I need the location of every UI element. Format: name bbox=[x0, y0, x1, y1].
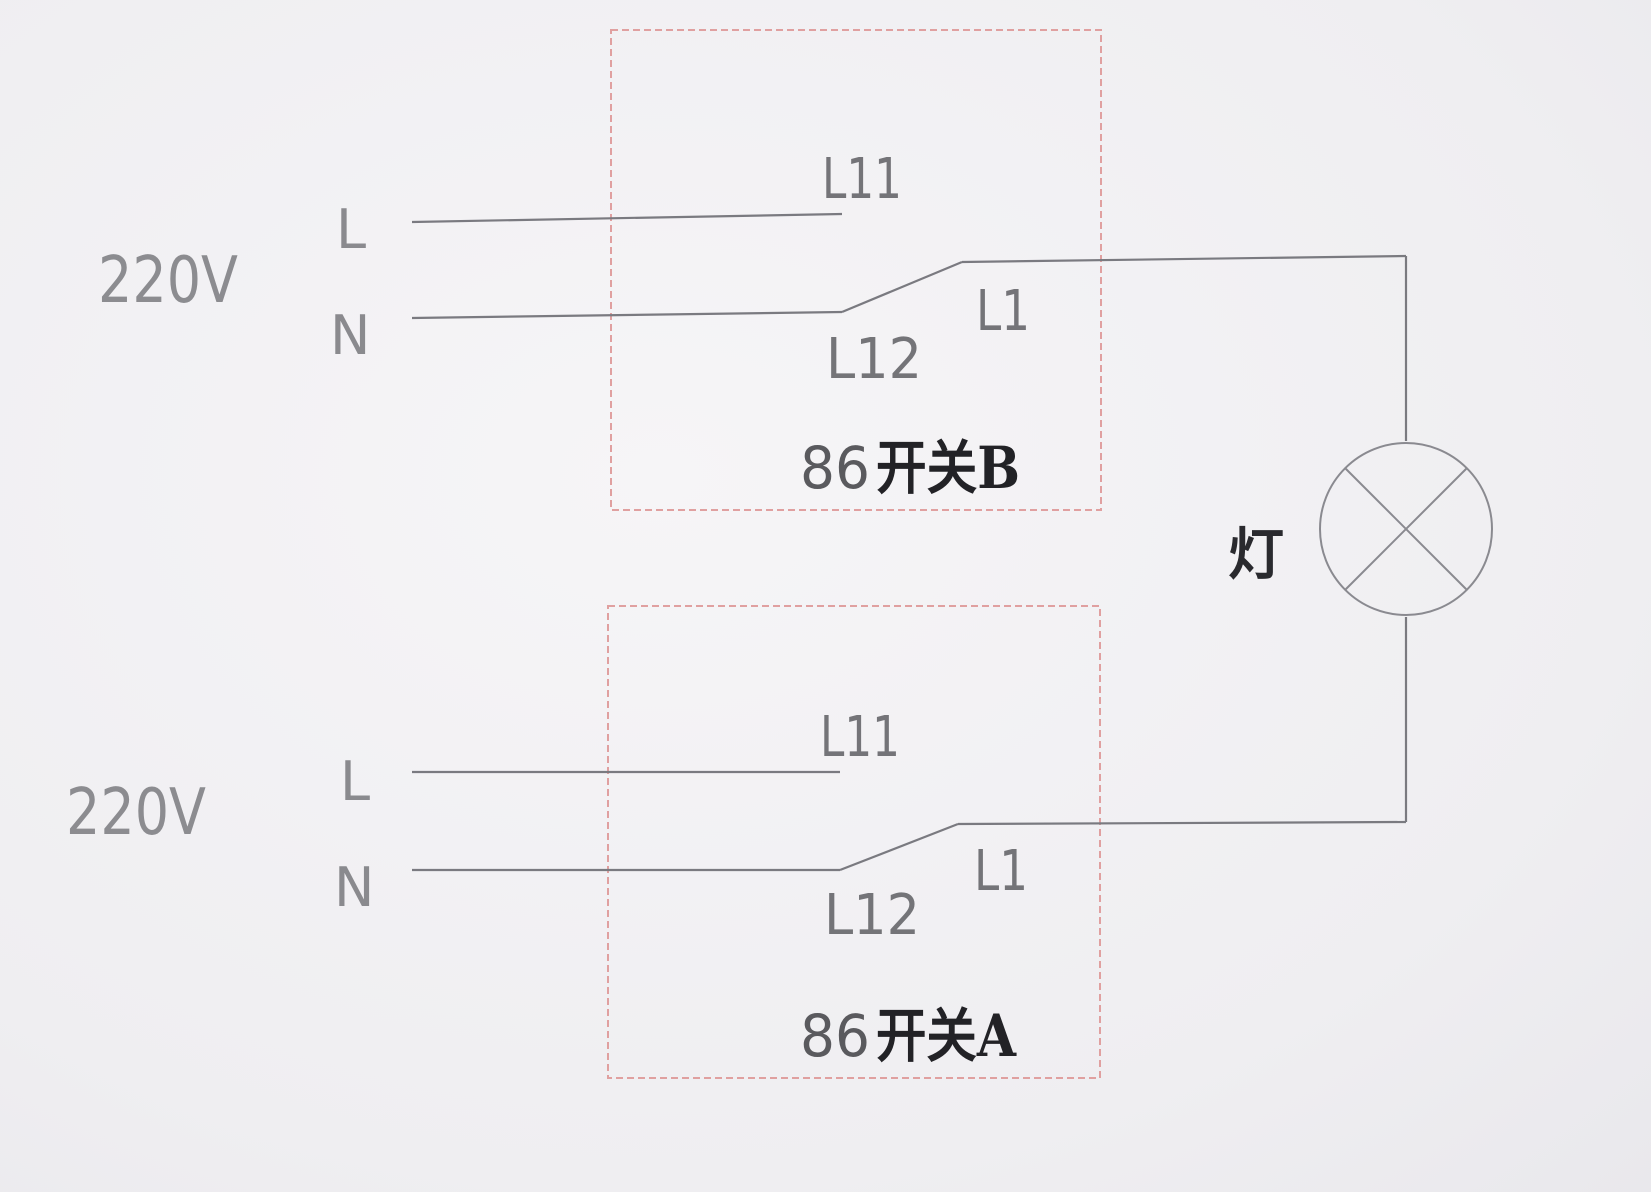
switch-b-terminal-l12: L12 bbox=[826, 327, 922, 392]
switch-b-title-number: 86 bbox=[800, 434, 870, 502]
switch-b-neutral-wire bbox=[411, 310, 843, 320]
switch-b-terminal-l11: L11 bbox=[822, 147, 902, 212]
switch-a-output-wire bbox=[957, 820, 1407, 826]
switch-b-line-label: L bbox=[336, 198, 366, 261]
switch-a-terminal-l11: L11 bbox=[820, 705, 900, 770]
switch-b-contact bbox=[841, 260, 963, 314]
switch-b-terminal-l1: L1 bbox=[976, 279, 1030, 344]
lamp-icon bbox=[1319, 442, 1493, 616]
switch-a-box bbox=[607, 605, 1101, 1079]
switch-a-contact bbox=[839, 822, 959, 872]
switch-a-terminal-l1: L1 bbox=[974, 839, 1028, 904]
switch-a-voltage-label: 220V bbox=[66, 776, 206, 850]
switch-a-group: 220V L N L11 L12 L1 86 开关A bbox=[66, 605, 1407, 1079]
lamp-label: 灯 bbox=[1228, 522, 1284, 588]
lamp-group: 灯 bbox=[1228, 256, 1493, 822]
switch-b-output-wire bbox=[961, 254, 1407, 264]
switch-b-title: 开关B bbox=[876, 434, 1020, 502]
switch-b-neutral-label: N bbox=[330, 304, 370, 367]
switch-a-line-label: L bbox=[340, 750, 370, 813]
switch-a-terminal-l12: L12 bbox=[824, 883, 920, 948]
switch-b-line-wire bbox=[411, 212, 843, 224]
switch-b-box bbox=[610, 29, 1102, 511]
switch-b-voltage-label: 220V bbox=[98, 244, 238, 318]
switch-a-title-number: 86 bbox=[800, 1002, 870, 1070]
switch-a-title: 开关A bbox=[876, 1002, 1017, 1070]
lamp-cross-line-2 bbox=[1344, 467, 1468, 591]
switch-b-group: 220V L N L11 L12 L1 86 开关B bbox=[98, 29, 1407, 511]
switch-a-neutral-label: N bbox=[334, 856, 374, 919]
